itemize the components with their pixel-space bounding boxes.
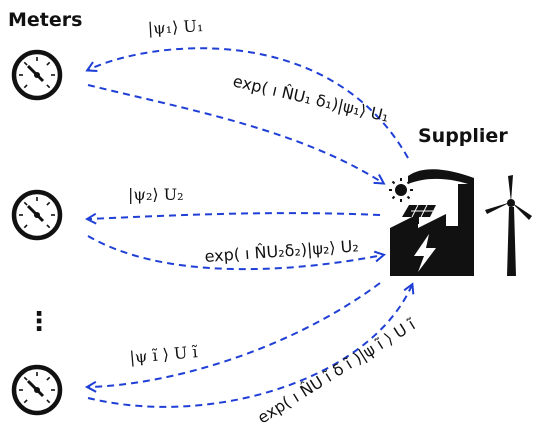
link-3-request-label: |ψ ı̃ ⟩ U ı̃ [129, 342, 199, 367]
solar-panel-icon [402, 204, 436, 224]
link-3-response-arrow [87, 285, 412, 408]
sun-icon [389, 178, 413, 202]
wind-turbine-icon [485, 175, 532, 276]
meters-heading: Meters [8, 9, 82, 31]
vertical-ellipsis: ⋮ [26, 307, 52, 337]
link-1-response-arrow [87, 84, 383, 183]
link-2-request-arrow [88, 212, 381, 219]
link-1-response-label: exp( ı N̂U₁ δ₁)|ψ₁⟩ U₁ [231, 71, 391, 125]
link-3-response-label: exp( ı N̂U ı̃ δ ı̃ )|ψ ı̃ ⟩ U ı̃ [254, 314, 419, 427]
factory-icon [390, 169, 474, 276]
meter-2-gauge-meter-icon [11, 189, 63, 241]
link-3-request-arrow [88, 282, 381, 387]
meter-1-gauge-meter-icon [11, 49, 63, 101]
meter-3-gauge-meter-icon [11, 364, 63, 416]
link-2-response-label: exp( ı N̂U₂δ₂)|ψ₂⟩ U₂ [204, 236, 359, 266]
link-1-request-arrow [88, 47, 409, 159]
link-1-request-label: |ψ₁⟩ U₁ [147, 16, 203, 38]
link-2-request-label: |ψ₂⟩ U₂ [128, 185, 184, 204]
lightning-icon [414, 234, 436, 272]
supplier-heading: Supplier [418, 125, 508, 147]
